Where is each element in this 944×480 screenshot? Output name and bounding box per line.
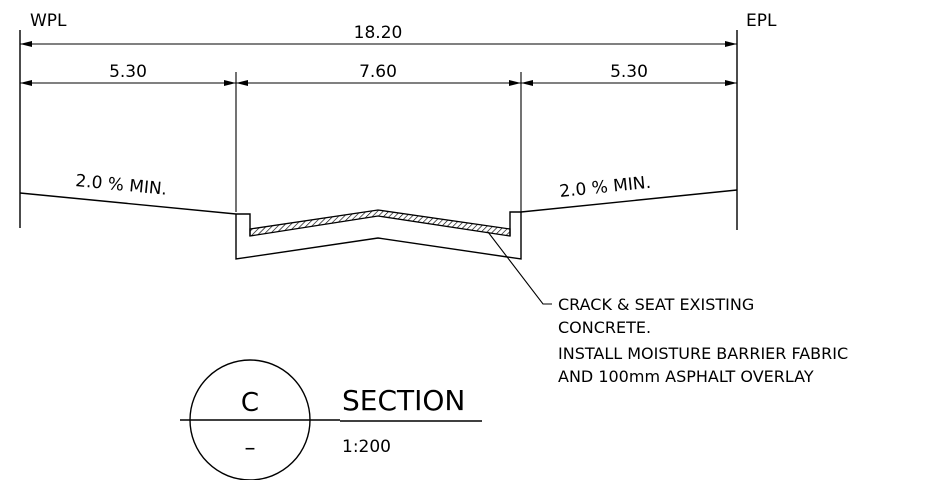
epl-label: EPL — [746, 11, 777, 31]
left-curb — [235, 211, 522, 260]
note-line-3: INSTALL MOISTURE BARRIER FABRIC — [558, 344, 848, 363]
right-boulevard-grade — [520, 189, 738, 213]
left-boulevard-grade — [19, 192, 237, 215]
left-slope-label: 2.0 % MIN. — [75, 171, 168, 200]
section-letter: C — [241, 388, 259, 418]
section-title: SECTION — [342, 384, 465, 417]
total-width-value: 18.20 — [354, 23, 403, 43]
right-width-value: 5.30 — [610, 62, 648, 82]
wpl-label: WPL — [30, 11, 67, 31]
center-width-value: 7.60 — [359, 62, 397, 82]
section-sheet: – — [245, 436, 256, 461]
note-line-1: CRACK & SEAT EXISTING — [558, 295, 754, 314]
left-curb-face — [236, 213, 251, 236]
asphalt-overlay — [249, 209, 511, 237]
right-slope-label: 2.0 % MIN. — [558, 173, 651, 202]
note-line-2: CONCRETE. — [558, 318, 651, 337]
note-line-4: AND 100mm ASPHALT OVERLAY — [558, 367, 814, 386]
section-scale: 1:200 — [342, 437, 391, 457]
note-leader-line — [487, 231, 552, 305]
left-width-value: 5.30 — [109, 62, 147, 82]
